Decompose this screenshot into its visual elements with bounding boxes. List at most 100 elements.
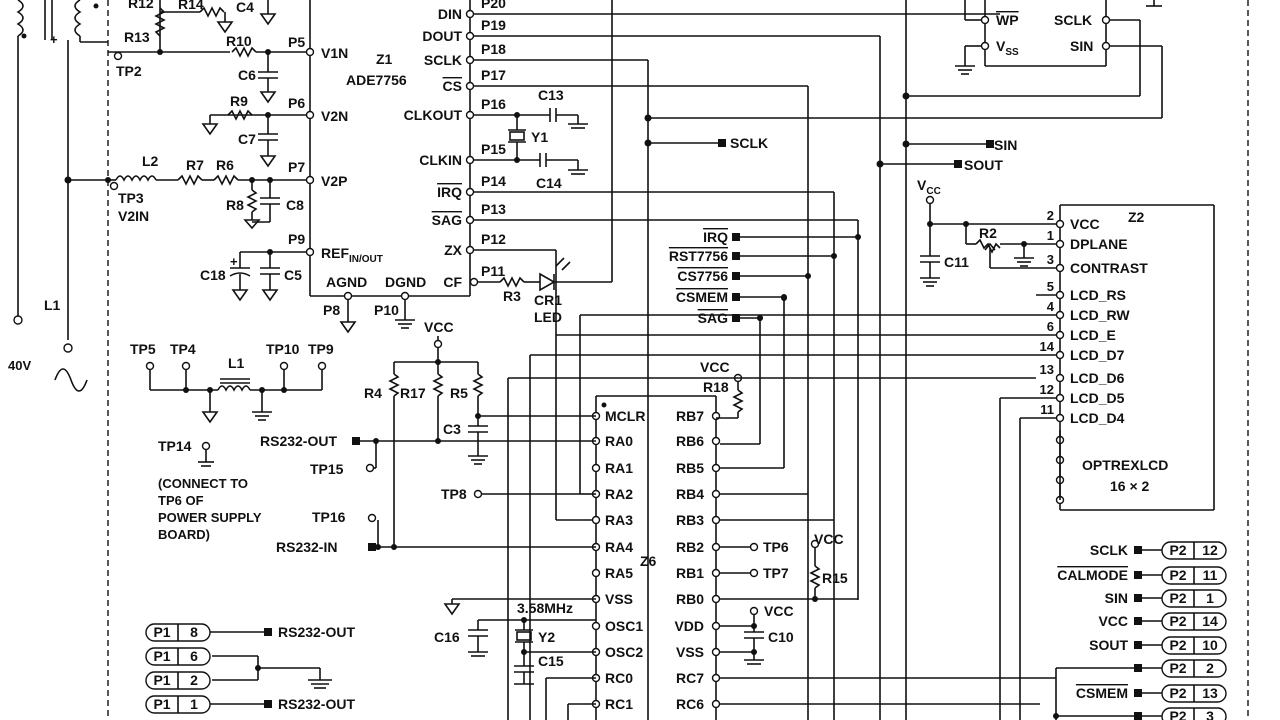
lcd-pin-dot — [1055, 413, 1065, 423]
net-sout: SOUT — [964, 157, 1003, 173]
mcu-pin-dot — [711, 568, 721, 578]
z1-pin-p9: P9 — [288, 231, 305, 247]
c18-label: C18 — [200, 267, 226, 283]
lcd-pin-num-11: 11 — [1040, 402, 1054, 417]
lcd-pin-num-13: 13 — [1040, 362, 1054, 377]
mcu-pin-dot — [711, 436, 721, 446]
mcu-vcc-top: VCC — [700, 359, 730, 375]
mcu-vcc-r15: VCC — [814, 531, 844, 547]
net-flag-marker — [732, 314, 740, 322]
r10-label: R10 — [226, 33, 252, 49]
lcd-pin-dot — [1055, 290, 1065, 300]
eeprom-vss-main: V — [996, 38, 1006, 54]
z1-pin-p13: P13 — [481, 201, 506, 217]
mcu-pin-dot — [591, 621, 601, 631]
r17-label: R17 — [400, 385, 426, 401]
lcd-pin-num-5: 5 — [1047, 279, 1054, 294]
lcd-pin-num-6: 6 — [1047, 319, 1054, 334]
lcd-pin-dot — [1055, 219, 1065, 229]
p2-row-2-pin: 1 — [1206, 590, 1214, 606]
transformer — [13, 0, 108, 392]
p2-row-1-conn: P2 — [1169, 567, 1186, 583]
z1-part: ADE7756 — [346, 72, 407, 88]
p2-net-4: SOUT — [1089, 637, 1128, 653]
mcu-pin-dot — [591, 515, 601, 525]
z1-lbl-ref-main: REF — [321, 245, 349, 261]
p2-flag — [1134, 571, 1142, 579]
z1-pin-dot — [465, 55, 475, 65]
mcu-pin-dot — [591, 568, 601, 578]
mcu-pin-dot — [711, 699, 721, 709]
c6-label: C6 — [238, 67, 256, 83]
z1-agnd: AGND — [326, 274, 367, 290]
lcd-module — [920, 195, 1215, 511]
z1-pin-p20: P20 — [481, 0, 506, 11]
z1-p10: P10 — [374, 302, 399, 318]
mcu-left-ra4: RA4 — [605, 539, 633, 555]
p1-net-3: RS232-OUT — [278, 696, 355, 712]
p2-row-6-conn: P2 — [1169, 685, 1186, 701]
lcd-pins: 2VCC1DPLANE3CONTRAST5LCD_RS4LCD_RW6LCD_E… — [1040, 208, 1148, 505]
lcd-pin-vcc: VCC — [1070, 216, 1100, 232]
z1-pin-dot — [465, 9, 475, 19]
tp14-note-1: (CONNECT TO — [158, 476, 248, 491]
p2-row-5-pin: 2 — [1206, 660, 1214, 676]
lcd-vcc-main: V — [917, 177, 927, 193]
z1-lbl-zx: ZX — [444, 242, 463, 258]
control-nets — [469, 0, 859, 720]
mcu-pin-dot — [711, 673, 721, 683]
y2-label: Y2 — [538, 629, 555, 645]
z1-pin-p18: P18 — [481, 41, 506, 57]
z1-pin-p15: P15 — [481, 141, 506, 157]
net-flag-irq: IRQ — [703, 229, 728, 245]
lcd-pin-lcd_rs: LCD_RS — [1070, 287, 1126, 303]
lcd-pin-dplane: DPLANE — [1070, 236, 1128, 252]
eeprom-vss-sub: SS — [1005, 47, 1019, 58]
mcu-right-rb2: RB2 — [676, 539, 704, 555]
tp5-label: TP5 — [130, 341, 156, 357]
tp2-label: TP2 — [116, 63, 142, 79]
lcd-routing — [507, 294, 1061, 720]
mcu-right-rc7: RC7 — [676, 670, 704, 686]
r14-label: R14 — [178, 0, 204, 12]
tp14-note-3: POWER SUPPLY — [158, 510, 262, 525]
lcd-pin-dot — [1055, 263, 1065, 273]
p2-row-0-pin: 12 — [1202, 542, 1218, 558]
eeprom-sclk: SCLK — [1054, 12, 1092, 28]
tp8-label: TP8 — [441, 486, 467, 502]
lcd-pin-num-14: 14 — [1040, 339, 1055, 354]
p1-row-3-conn: P1 — [153, 696, 170, 712]
tp15-label: TP15 — [310, 461, 344, 477]
mcu-right-rb3: RB3 — [676, 512, 704, 528]
z1-lbl-ref-sub: IN/OUT — [349, 254, 383, 265]
net-flag-junction — [831, 253, 837, 259]
z1-pin-dot — [465, 245, 475, 255]
z1-lbl-cf: CF — [443, 274, 462, 290]
c3-label: C3 — [443, 421, 461, 437]
tp9-label: TP9 — [308, 341, 334, 357]
p2-row-7-conn: P2 — [1169, 708, 1186, 720]
p1-flag — [264, 628, 272, 636]
l1-label-left: L1 — [44, 297, 61, 313]
mcu-right-rb1: RB1 — [676, 565, 704, 581]
p2-net-6: CSMEM — [1076, 685, 1128, 701]
mcu-pin-dot — [711, 515, 721, 525]
misc-left — [145, 361, 327, 467]
z1-digital-pins: DINP20DOUTP19SCLKP18CSP17CLKOUTP16CLKINP… — [404, 0, 506, 290]
c8-label: C8 — [286, 197, 304, 213]
z1-pin-p17: P17 — [481, 67, 506, 83]
p2-flag — [1134, 594, 1142, 602]
mcu-right-rc6: RC6 — [676, 696, 704, 712]
board-outline — [107, 0, 1249, 720]
z1-pin-dot — [465, 31, 475, 41]
r9-label: R9 — [230, 93, 248, 109]
z1-pin-p14: P14 — [481, 173, 506, 189]
lcd-pin-lcd_rw: LCD_RW — [1070, 307, 1130, 323]
eeprom-vss: VSS — [996, 38, 1019, 58]
mcu-left-ra3: RA3 — [605, 512, 633, 528]
lcd-pin-dot — [1055, 330, 1065, 340]
c16-label: C16 — [434, 629, 460, 645]
lcd-pin-num-12: 12 — [1040, 382, 1054, 397]
